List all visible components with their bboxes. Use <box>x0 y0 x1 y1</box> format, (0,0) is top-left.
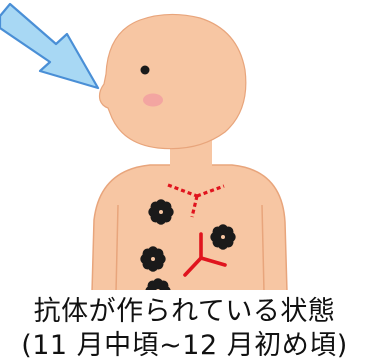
cheek <box>143 94 163 107</box>
eye <box>141 66 150 75</box>
virus-particle-icon <box>148 199 173 224</box>
person <box>92 14 287 290</box>
caption-line-2: (11 月中頃~12 月初め頃) <box>0 330 369 362</box>
caption-line-1: 抗体が作られている状態 <box>0 296 369 328</box>
inhalation-arrow-icon <box>0 4 98 88</box>
virus-particle-icon <box>140 246 165 271</box>
illustration <box>0 0 369 290</box>
head <box>100 14 246 148</box>
virus-particle-icon <box>210 224 235 249</box>
